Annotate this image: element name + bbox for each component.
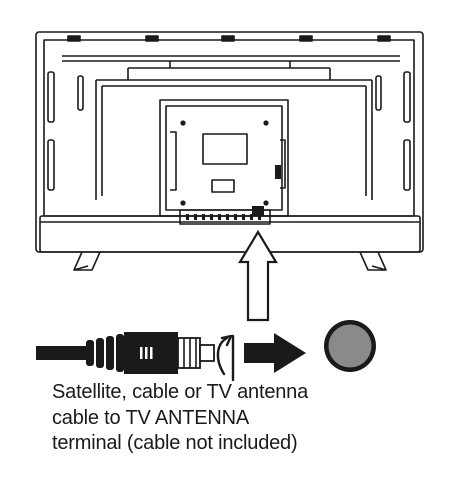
tv-rib-crossbars xyxy=(127,61,331,80)
tv-outer-frame xyxy=(35,31,424,253)
tv-right-foot xyxy=(359,251,387,271)
tv-port-panel xyxy=(179,209,271,225)
tv-rib-upper xyxy=(62,55,400,62)
tv-vesa-plate xyxy=(202,133,248,165)
tv-screw-holes xyxy=(180,120,269,206)
tv-back-panel xyxy=(35,31,424,271)
tv-left-foot xyxy=(73,251,101,271)
tv-base-bar xyxy=(39,215,421,253)
tv-rib-frame xyxy=(95,79,373,200)
caption-line-1: Satellite, cable or TV antenna xyxy=(52,381,309,403)
tv-center-module xyxy=(159,99,289,217)
rotate-arrow-icon xyxy=(216,334,235,382)
connection-caption: Satellite, cable or TV antenna cable to … xyxy=(52,380,452,457)
tv-module-edges xyxy=(170,131,286,191)
tv-ports xyxy=(186,214,261,220)
plug-tip xyxy=(199,344,215,362)
caption-line-2: cable to TV ANTENNA xyxy=(52,406,250,429)
tv-label-box xyxy=(211,179,235,193)
up-arrow-icon xyxy=(238,229,278,322)
cable-strain-relief xyxy=(86,334,124,372)
cable-wire xyxy=(36,346,88,360)
right-arrow-icon xyxy=(244,333,306,373)
antenna-terminal-icon xyxy=(324,320,376,372)
caption-line-3: terminal (cable not included) xyxy=(52,432,298,454)
tv-antenna-port xyxy=(252,206,264,216)
coaxial-cable-plug xyxy=(36,332,215,374)
tv-top-notches xyxy=(67,35,391,42)
tv-side-slots xyxy=(47,71,411,191)
tv-inner-frame xyxy=(43,39,415,217)
